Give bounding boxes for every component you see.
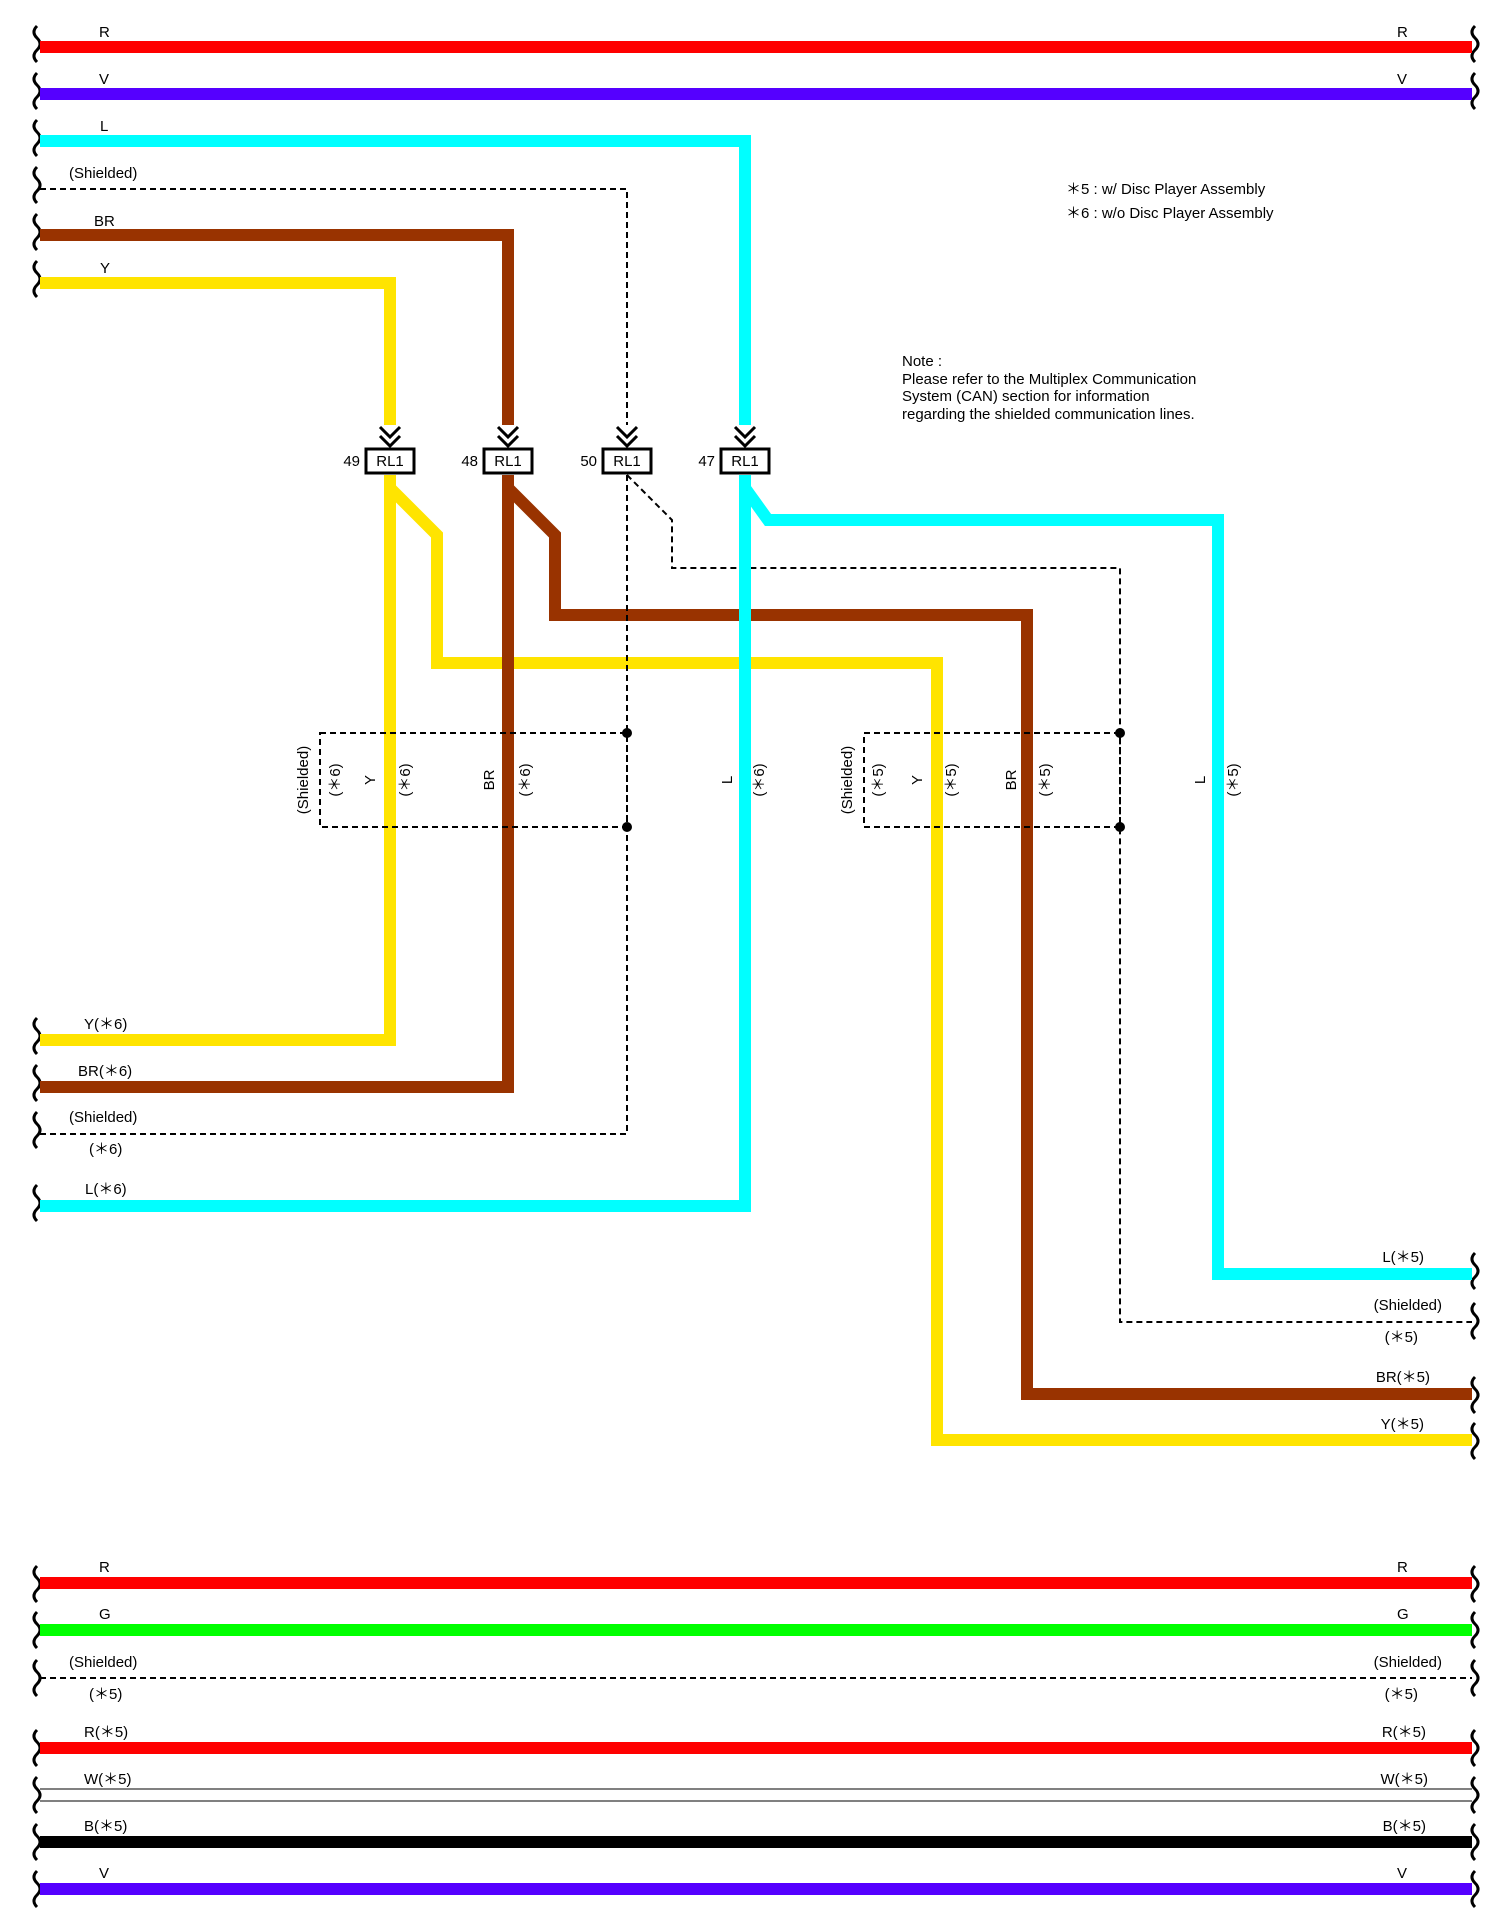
label-y-top: Y [100, 260, 110, 277]
box5-shield-label: (Shielded) [839, 746, 856, 814]
label-l-5: L(＊5) [1382, 1249, 1424, 1266]
label-g-bottom-right: G [1397, 1606, 1409, 1623]
pin-number: 48 [461, 453, 478, 470]
box5-var1-label: (＊5) [870, 763, 887, 796]
box5-y-label: Y [909, 775, 926, 785]
connector-rl1-49: RL1 49 [343, 447, 416, 475]
shield-box-6 [319, 728, 632, 832]
pin-number: 50 [580, 453, 597, 470]
wire-l-5 [740, 484, 1472, 1280]
box5-var2-label: (＊5) [943, 763, 960, 796]
box5-var4-label: (＊5) [1225, 763, 1242, 796]
label-v-bottom-left: V [99, 1865, 109, 1882]
label-l-top: L [100, 118, 108, 135]
label-v-top-right: V [1397, 71, 1407, 88]
label-r5-bottom-right: R(＊5) [1382, 1724, 1426, 1741]
label-r-top-right: R [1397, 24, 1408, 41]
label-b5-bottom-right: B(＊5) [1383, 1818, 1426, 1835]
pin-number: 47 [698, 453, 715, 470]
note-line-2: System (CAN) section for information [902, 388, 1150, 405]
connector-name: RL1 [376, 453, 404, 470]
label-shielded-6: (Shielded) [69, 1109, 137, 1126]
connector-rl1-48: RL1 48 [461, 447, 534, 475]
label-br-top: BR [94, 213, 115, 230]
wire-shield-5 [626, 474, 1472, 1323]
connector-rl1-50: RL1 50 [580, 447, 653, 475]
bottom-wire-breaks [32, 1564, 1480, 1909]
label-r-bottom-right: R [1397, 1559, 1408, 1576]
connector-rl1-47: RL1 47 [698, 447, 771, 475]
label-shielded-6-var: (＊6) [89, 1141, 122, 1158]
label-r5-bottom-left: R(＊5) [84, 1724, 128, 1741]
box6-var4-label: (＊6) [751, 763, 768, 796]
label-br-5: BR(＊5) [1376, 1369, 1430, 1386]
note-line-1: Please refer to the Multiplex Communicat… [902, 371, 1196, 388]
shield-box-5 [863, 728, 1125, 832]
connector-name: RL1 [731, 453, 759, 470]
box6-l-label: L [719, 776, 736, 784]
right-wire-breaks-top [1470, 24, 1480, 1461]
box5-br-label: BR [1003, 769, 1020, 790]
wire-y-5 [385, 483, 1472, 1446]
legend-line-1: ＊5 : w/ Disc Player Assembly [1066, 181, 1266, 198]
label-y-5: Y(＊5) [1381, 1416, 1424, 1433]
label-v-bottom-right: V [1397, 1865, 1407, 1882]
label-v-top-left: V [99, 71, 109, 88]
left-wire-breaks-top [32, 24, 42, 1223]
wire-l-6 [40, 475, 751, 1212]
label-b5-bottom-left: B(＊5) [84, 1818, 127, 1835]
box6-shield-label: (Shielded) [295, 746, 312, 814]
label-g-bottom-left: G [99, 1606, 111, 1623]
wire-br-6 [40, 475, 514, 1093]
label-r-bottom-left: R [99, 1559, 110, 1576]
wire-shielded-top [40, 188, 628, 425]
label-shielded-var-bottom-right: (＊5) [1385, 1686, 1418, 1703]
box6-br-label: BR [481, 769, 498, 790]
label-r-top-left: R [99, 24, 110, 41]
label-shielded-bottom-left: (Shielded) [69, 1654, 137, 1671]
box6-var1-label: (＊6) [327, 763, 344, 796]
label-shielded-top: (Shielded) [69, 165, 137, 182]
label-l-6: L(＊6) [85, 1181, 127, 1198]
box6-var3-label: (＊6) [517, 763, 534, 796]
wire-y-6 [40, 475, 396, 1046]
label-shielded-bottom-right: (Shielded) [1374, 1654, 1442, 1671]
box6-var2-label: (＊6) [397, 763, 414, 796]
wire-l-top [40, 135, 751, 425]
connector-name: RL1 [494, 453, 522, 470]
legend-line-2: ＊6 : w/o Disc Player Assembly [1066, 205, 1274, 222]
wire-y-top [40, 277, 396, 425]
label-br-6: BR(＊6) [78, 1063, 132, 1080]
box6-y-label: Y [362, 775, 379, 785]
wire-br-5 [503, 483, 1472, 1400]
label-w5-bottom-left: W(＊5) [84, 1771, 132, 1788]
box5-l-label: L [1192, 776, 1209, 784]
box5-var3-label: (＊5) [1037, 763, 1054, 796]
note-line-3: regarding the shielded communication lin… [902, 406, 1195, 423]
label-w5-bottom-right: W(＊5) [1381, 1771, 1429, 1788]
pin-number: 49 [343, 453, 360, 470]
wire-shield-6 [40, 475, 628, 1135]
label-shielded-var-bottom-left: (＊5) [89, 1686, 122, 1703]
note-title: Note : [902, 353, 942, 370]
wire-br-top [40, 229, 514, 425]
label-y-6: Y(＊6) [84, 1016, 127, 1033]
wire-w5-bottom [40, 1788, 1472, 1802]
label-shielded-5-var: (＊5) [1385, 1329, 1418, 1346]
label-shielded-5: (Shielded) [1374, 1297, 1442, 1314]
connector-name: RL1 [613, 453, 641, 470]
connector-arrows [378, 425, 757, 449]
